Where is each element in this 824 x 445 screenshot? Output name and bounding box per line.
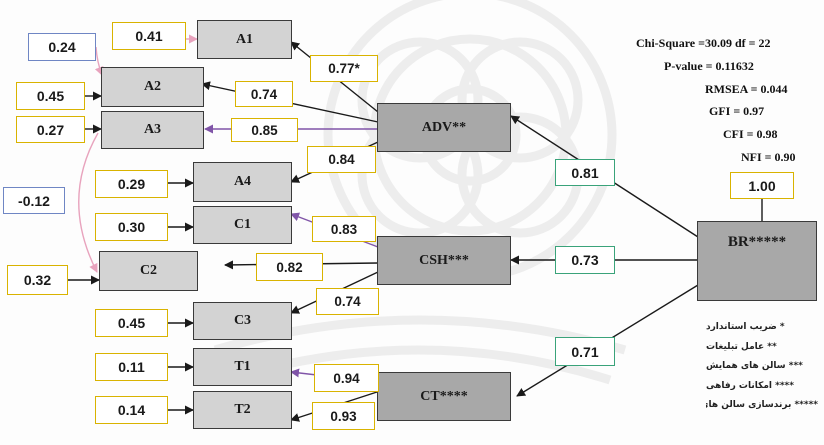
fit-nfi: NFI = 0.90 [741, 150, 796, 164]
error-a4: 0.29 [95, 170, 168, 198]
loading-t1: 0.94 [314, 364, 379, 392]
error-c3: 0.45 [95, 309, 168, 337]
path-br-ct: 0.71 [555, 337, 615, 366]
indicator-a3: A3 [101, 111, 204, 149]
error-t1: 0.11 [95, 353, 168, 381]
legend-item: **** امکانات رفاهی [706, 380, 794, 391]
fit-p-value: P-value = 0.11632 [664, 59, 754, 73]
indicator-a4: A4 [193, 162, 292, 202]
fit-chi-square: Chi-Square =30.09 df = 22 [636, 36, 771, 50]
latent-ct: CT**** [377, 372, 511, 421]
loading-t2: 0.93 [312, 402, 375, 430]
error-t2: 0.14 [95, 396, 168, 424]
legend-item: ***** برندسازی سالن های نمایشگاهی [706, 400, 818, 410]
fit-rmsea: RMSEA = 0.044 [705, 82, 788, 96]
covariance-a1-a2: 0.24 [28, 33, 96, 61]
latent-adv: ADV** [377, 103, 511, 152]
fit-gfi: GFI = 0.97 [709, 104, 765, 118]
error-a3: 0.27 [16, 116, 85, 143]
path-br-adv: 0.81 [555, 159, 615, 186]
legend: * ضریب استاندارد ** عامل تبلیغات *** سال… [706, 318, 818, 416]
error-a1: 0.41 [112, 22, 186, 50]
indicator-a2: A2 [101, 67, 204, 107]
indicator-a1: A1 [197, 20, 292, 59]
indicator-c1: C1 [193, 206, 292, 244]
indicator-c2: C2 [99, 251, 198, 291]
latent-br: BR***** [697, 221, 817, 301]
fit-cfi: CFI = 0.98 [723, 127, 778, 141]
error-c2: 0.32 [7, 265, 68, 295]
indicator-t1: T1 [193, 348, 292, 386]
legend-item: *** سالن های همایش [706, 361, 803, 371]
br-fixed-loading: 1.00 [730, 172, 794, 199]
error-a2: 0.45 [16, 82, 85, 110]
loading-a1: 0.77* [310, 55, 378, 82]
path-br-csh: 0.73 [555, 246, 615, 274]
legend-item: ** عامل تبلیغات [706, 341, 777, 352]
loading-a4: 0.84 [307, 146, 376, 173]
covariance-a3-c2: -0.12 [3, 187, 65, 214]
indicator-t2: T2 [193, 391, 292, 429]
indicator-c3: C3 [193, 302, 292, 340]
legend-item: * ضریب استاندارد [706, 322, 785, 332]
loading-a3: 0.85 [231, 118, 298, 142]
loading-a2: 0.74 [235, 81, 293, 107]
loading-c1: 0.83 [312, 216, 376, 242]
latent-csh: CSH*** [377, 236, 511, 285]
error-c1: 0.30 [95, 213, 168, 241]
loading-c3: 0.74 [316, 288, 379, 315]
loading-c2: 0.82 [256, 253, 323, 281]
